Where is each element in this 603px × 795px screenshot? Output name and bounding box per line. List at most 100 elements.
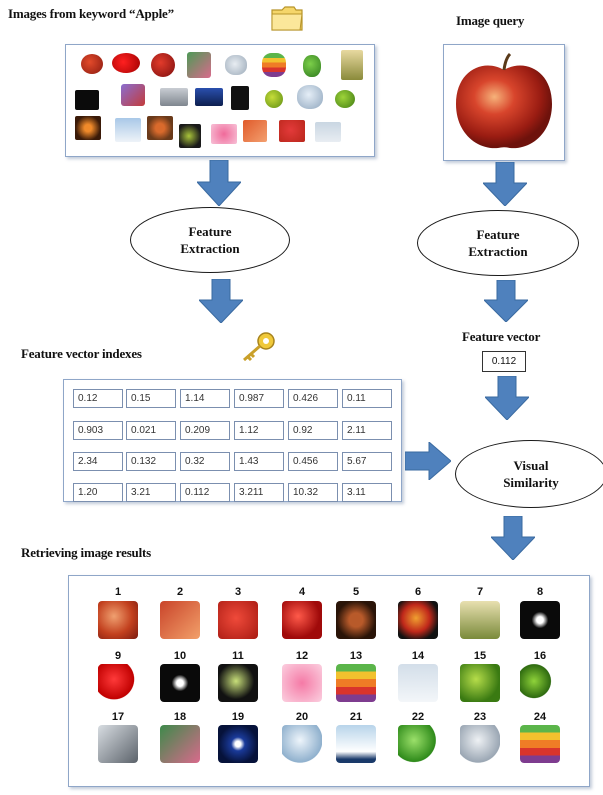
index-cell: 0.11 — [342, 389, 392, 408]
keyword-images-heading: Images from keyword “Apple” — [8, 6, 174, 21]
result-number: 14 — [411, 650, 425, 662]
index-cell: 0.12 — [73, 389, 123, 408]
result-image[interactable] — [98, 601, 138, 639]
result-number: 23 — [473, 711, 487, 723]
image-query-heading: Image query — [456, 13, 525, 28]
apple-logo-thumbnail — [231, 86, 249, 110]
result-number: 16 — [533, 650, 547, 662]
apple-logo-thumbnail — [262, 53, 286, 77]
result-image[interactable] — [460, 664, 500, 702]
apple-thumbnail — [115, 118, 141, 142]
ellipse-text-line: Feature — [476, 227, 520, 242]
result-image[interactable] — [336, 725, 376, 763]
result-image[interactable] — [160, 725, 200, 763]
index-cell: 0.132 — [126, 452, 176, 471]
apple-thumbnail — [279, 120, 305, 142]
result-image[interactable] — [520, 601, 560, 639]
result-image[interactable] — [282, 601, 322, 639]
result-number: 11 — [232, 650, 244, 662]
index-cell: 0.426 — [288, 389, 338, 408]
ellipse-text-line: Extraction — [180, 241, 240, 256]
result-image[interactable] — [98, 725, 138, 763]
result-number: 6 — [414, 586, 422, 598]
apple-thumbnail — [187, 52, 211, 78]
index-cell: 3.21 — [126, 483, 176, 502]
result-image[interactable] — [218, 664, 258, 702]
index-cell: 1.43 — [234, 452, 284, 471]
result-number: 2 — [176, 586, 184, 598]
ellipse-text-line: Similarity — [503, 475, 559, 490]
result-number: 13 — [349, 650, 363, 662]
arrow-down-icon — [199, 279, 243, 323]
index-cell: 0.903 — [73, 421, 123, 440]
apple-thumbnail — [211, 124, 237, 144]
result-number: 15 — [473, 650, 487, 662]
apple-thumbnail — [75, 116, 101, 140]
apple-thumbnail — [265, 90, 283, 108]
result-image[interactable] — [520, 664, 560, 702]
result-number: 7 — [476, 586, 484, 598]
result-number: 24 — [533, 711, 547, 723]
apple-thumbnail — [81, 54, 103, 74]
feature-vector-heading: Feature vector — [462, 329, 541, 344]
retrieving-results-heading: Retrieving image results — [21, 545, 151, 560]
result-image[interactable] — [218, 601, 258, 639]
index-cell: 0.987 — [234, 389, 284, 408]
key-icon — [238, 330, 278, 369]
query-feature-vector: 0.112 — [482, 351, 526, 372]
ellipse-text-line: Feature — [188, 224, 232, 239]
index-cell: 0.456 — [288, 452, 338, 471]
index-cell: 2.34 — [73, 452, 123, 471]
arrow-down-icon — [485, 376, 529, 420]
result-number: 17 — [111, 711, 125, 723]
index-cell: 0.021 — [126, 421, 176, 440]
result-number: 19 — [231, 711, 245, 723]
result-number: 1 — [114, 586, 122, 598]
feature-extraction-right: Feature Extraction — [417, 210, 579, 276]
visual-similarity-ellipse: Visual Similarity — [455, 440, 603, 508]
apple-thumbnail — [160, 88, 188, 106]
apple-thumbnail — [147, 116, 173, 140]
apple-logo-thumbnail — [297, 85, 323, 109]
result-image[interactable] — [218, 725, 258, 763]
result-image[interactable] — [398, 725, 438, 763]
index-cell: 3.11 — [342, 483, 392, 502]
results-panel — [68, 575, 590, 787]
apple-thumbnail — [315, 122, 341, 142]
result-image[interactable] — [398, 601, 438, 639]
result-image[interactable] — [282, 664, 322, 702]
result-number: 3 — [234, 586, 242, 598]
result-image[interactable] — [336, 664, 376, 702]
result-image[interactable] — [336, 601, 376, 639]
result-image[interactable] — [160, 664, 200, 702]
arrow-down-icon — [484, 280, 528, 322]
apple-thumbnail — [179, 124, 201, 148]
apple-thumbnail — [335, 90, 355, 108]
ellipse-text-line: Extraction — [468, 244, 528, 259]
result-image[interactable] — [160, 601, 200, 639]
result-image[interactable] — [98, 664, 138, 702]
index-cell: 0.209 — [180, 421, 230, 440]
result-image[interactable] — [460, 601, 500, 639]
index-cell: 3.211 — [234, 483, 284, 502]
result-image[interactable] — [398, 664, 438, 702]
index-cell: 0.32 — [180, 452, 230, 471]
result-image[interactable] — [460, 725, 500, 763]
arrow-right-icon — [405, 442, 451, 480]
apple-thumbnail — [243, 120, 267, 142]
result-number: 18 — [173, 711, 187, 723]
apple-thumbnail — [303, 55, 321, 77]
index-cell: 1.12 — [234, 421, 284, 440]
arrow-down-icon — [491, 516, 535, 560]
apple-thumbnail — [112, 53, 140, 73]
result-image[interactable] — [520, 725, 560, 763]
keyword-thumbnails — [65, 44, 373, 155]
result-number: 8 — [536, 586, 544, 598]
index-cell: 1.20 — [73, 483, 123, 502]
result-number: 20 — [295, 711, 309, 723]
index-cell: 1.14 — [180, 389, 230, 408]
apple-logo-thumbnail — [225, 55, 247, 75]
result-image[interactable] — [282, 725, 322, 763]
apple-logo-thumbnail — [75, 90, 99, 110]
